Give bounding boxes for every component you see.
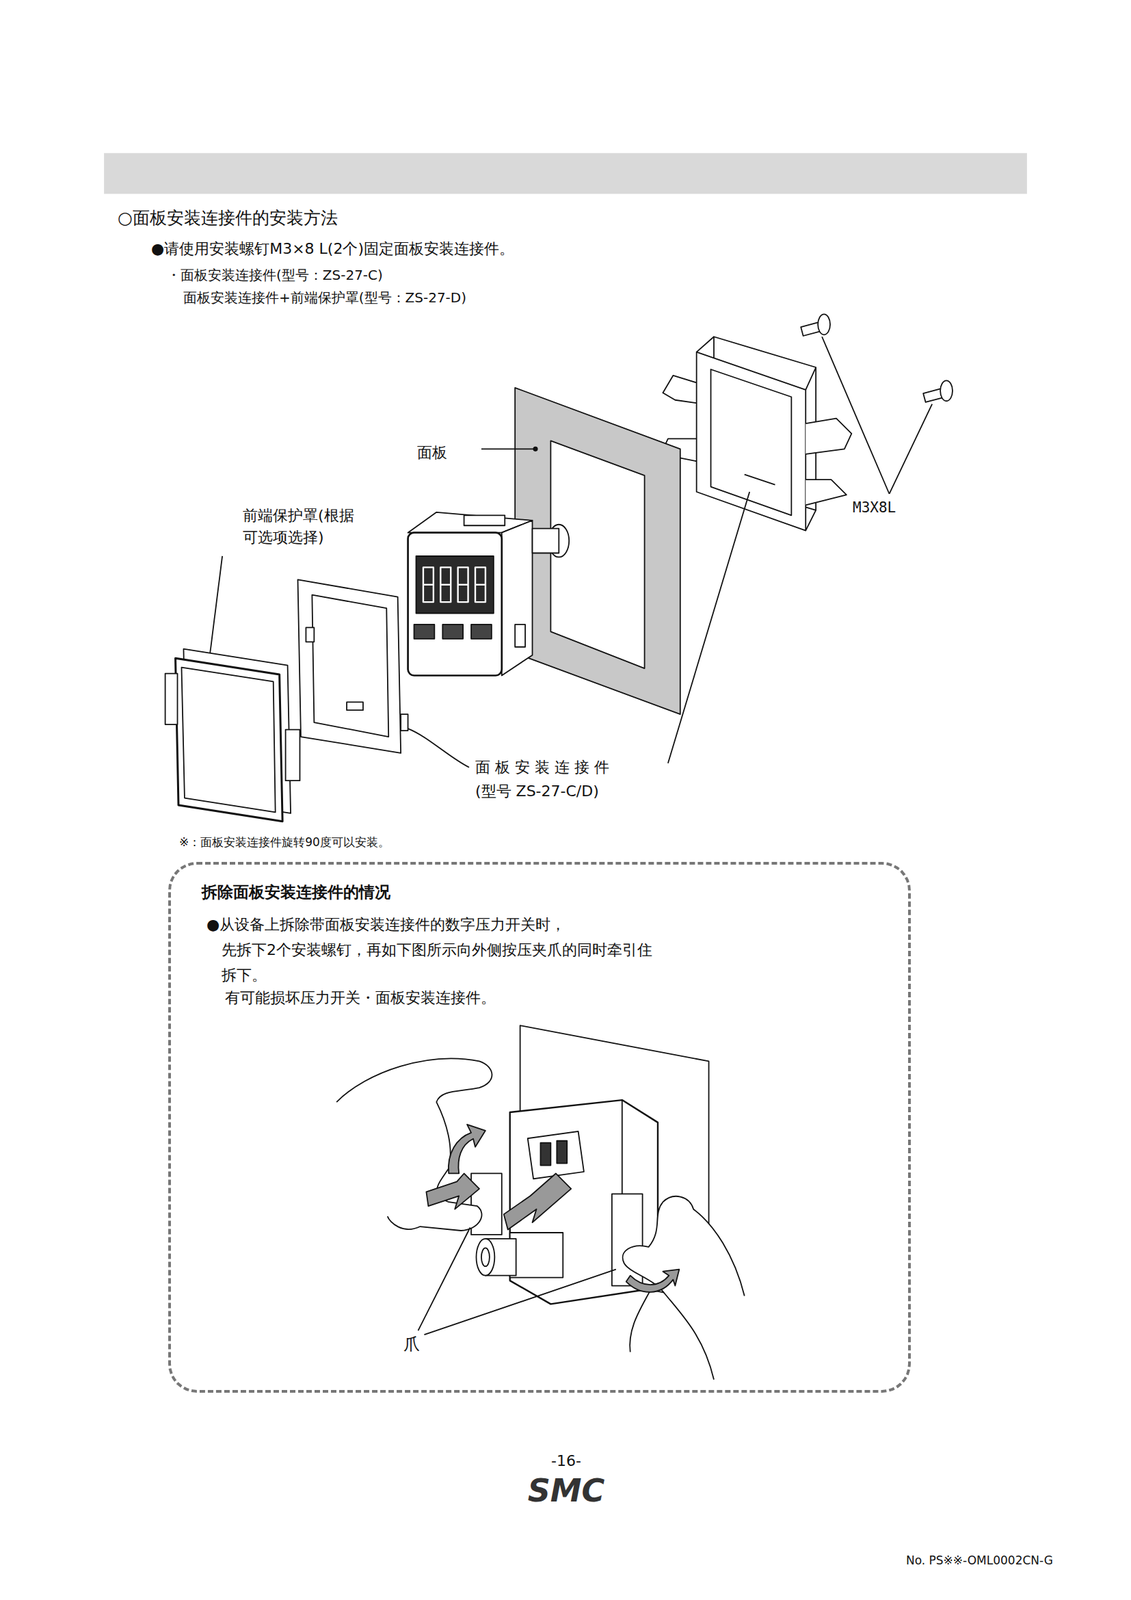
note-box: 拆除面板安装连接件的情况 ●从设备上拆除带面板安装连接件的数字压力开关时， 先拆下… xyxy=(168,861,911,1393)
part-name: 面板 xyxy=(417,443,448,463)
box-heading: 拆除面板安装连接件的情况 xyxy=(201,882,391,903)
pressure-switch xyxy=(408,512,570,676)
brand-logo: SMC xyxy=(527,1470,606,1512)
part-name: 面 板 安 装 连 接 件 xyxy=(475,757,610,778)
footnote: ※：面板安装连接件旋转90度可以安装。 xyxy=(179,834,390,850)
removal-illustration xyxy=(336,1025,745,1380)
part-name: M3X8L xyxy=(852,498,896,517)
model-note: 面板安装连接件+前端保护罩(型号：ZS-27-D) xyxy=(183,288,467,307)
box-body: 有可能损坏压力开关・面板安装连接件。 xyxy=(224,988,496,1008)
page-number: -16- xyxy=(551,1451,582,1471)
leader-line xyxy=(209,336,933,768)
bezel xyxy=(297,579,401,753)
part-name: 前端保护罩(根据 可选项选择) xyxy=(242,504,372,549)
mounting-bracket xyxy=(660,336,852,530)
section-heading: ○面板安装连接件的安装方法 xyxy=(117,207,338,230)
panel xyxy=(514,387,681,714)
front-cover xyxy=(165,648,301,822)
model-note: (型号 ZS-27-C/D) xyxy=(475,781,600,802)
document-number: No. PS※※-OML0002CN-G xyxy=(906,1552,1054,1568)
header-bar xyxy=(103,153,1028,195)
part-name: 爪 xyxy=(403,1333,420,1355)
screw xyxy=(800,313,953,403)
model-note: ・面板安装连接件(型号：ZS-27-C) xyxy=(166,265,383,284)
box-body: ●从设备上拆除带面板安装连接件的数字压力开关时， 先拆下2个安装螺钉，再如下图所… xyxy=(206,912,673,989)
instruction-text: ●请使用安装螺钉M3×8 L(2个)固定面板安装连接件。 xyxy=(151,239,515,260)
